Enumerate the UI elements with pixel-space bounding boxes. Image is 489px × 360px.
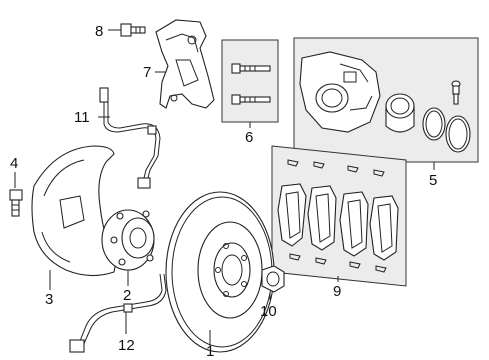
pad-clips-upper bbox=[287, 159, 385, 177]
abs-sensor-wire bbox=[69, 273, 167, 353]
bleeder-screw bbox=[451, 80, 461, 105]
callout-9: 9 bbox=[333, 283, 341, 300]
callout-12: 12 bbox=[118, 337, 135, 354]
brake-pad-inner-right bbox=[339, 191, 369, 257]
callout-8: 8 bbox=[95, 23, 103, 40]
callout-1: 1 bbox=[206, 343, 214, 360]
caliper-housing bbox=[299, 51, 381, 133]
callout-3: 3 bbox=[45, 291, 53, 308]
bracket-bolt bbox=[108, 23, 146, 37]
brake-pad-inner-left bbox=[307, 185, 337, 251]
dust-boot bbox=[445, 115, 471, 153]
brake-hose bbox=[98, 87, 161, 189]
caliper-kit-panel bbox=[293, 37, 479, 170]
pad-clips-lower bbox=[289, 253, 387, 273]
callout-2: 2 bbox=[123, 287, 131, 304]
brake-pad-right bbox=[369, 195, 399, 261]
piston-seal bbox=[422, 107, 446, 141]
bolt-kit-panel bbox=[221, 39, 279, 128]
callout-10: 10 bbox=[260, 303, 277, 320]
caliper-bolt-lower bbox=[231, 94, 271, 105]
hub-nut bbox=[261, 265, 285, 300]
caliper-mounting-bracket bbox=[155, 19, 215, 109]
brake-rotor bbox=[165, 191, 275, 353]
caliper-bolt-upper bbox=[231, 63, 271, 74]
dust-shield bbox=[31, 145, 117, 290]
callout-4: 4 bbox=[10, 155, 18, 172]
callout-5: 5 bbox=[429, 172, 437, 189]
callout-6: 6 bbox=[245, 129, 253, 146]
wheel-hub-bearing bbox=[101, 209, 155, 286]
brake-pad-left bbox=[277, 183, 307, 247]
shield-bolt bbox=[9, 172, 23, 217]
callout-7: 7 bbox=[143, 64, 151, 81]
caliper-piston bbox=[385, 93, 415, 133]
callout-11: 11 bbox=[74, 109, 90, 126]
brake-pad-panel bbox=[271, 145, 407, 287]
